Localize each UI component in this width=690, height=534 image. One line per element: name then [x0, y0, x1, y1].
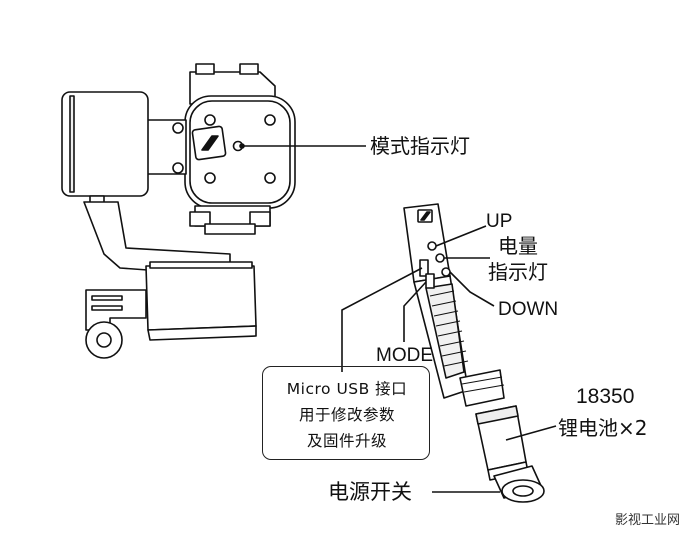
mode-indicator-label: 模式指示灯: [370, 134, 470, 158]
mode-indicator-leader-dot: [239, 143, 245, 149]
power-switch-cap: [493, 465, 545, 503]
usb-label-line1: Micro USB 接口: [286, 380, 408, 398]
battery-desc-label: 锂电池×2: [558, 416, 648, 440]
up-leader: [435, 225, 487, 247]
up-button: [427, 241, 437, 251]
watermark: 影视工业网: [614, 513, 680, 528]
down-button: [441, 267, 451, 277]
battery-indicator-led: [435, 253, 445, 263]
usb-label-line2: 用于修改参数: [298, 406, 395, 424]
usb-label-line3: 及固件升级: [306, 432, 387, 450]
gimbal-roll-motor: [145, 261, 257, 341]
battery-leader: [505, 425, 557, 441]
battery-model-label: 18350: [576, 385, 635, 408]
usb-leader: [341, 267, 423, 372]
power-switch-label: 电源开关: [328, 480, 412, 504]
micro-usb-port: [419, 259, 429, 277]
down-leader: [449, 271, 495, 307]
mode-button: [425, 273, 435, 289]
mode-label: MODE: [376, 345, 433, 366]
up-label: UP: [486, 211, 513, 232]
gimbal-pan-motor: [184, 95, 296, 209]
battery-indicator-label-line2: 指示灯: [488, 260, 548, 284]
camera-housing: [61, 91, 149, 211]
gimbal-bottom-mount: [189, 205, 271, 235]
mode-leader: [403, 281, 427, 342]
handle-grip-knurl: [429, 290, 505, 393]
down-label: DOWN: [498, 299, 559, 320]
battery-indicator-label-line1: 电量: [498, 234, 538, 258]
camera-clip: [85, 289, 147, 359]
micro-usb-callout: Micro USB 接口 用于修改参数 及固件升级: [262, 366, 430, 460]
